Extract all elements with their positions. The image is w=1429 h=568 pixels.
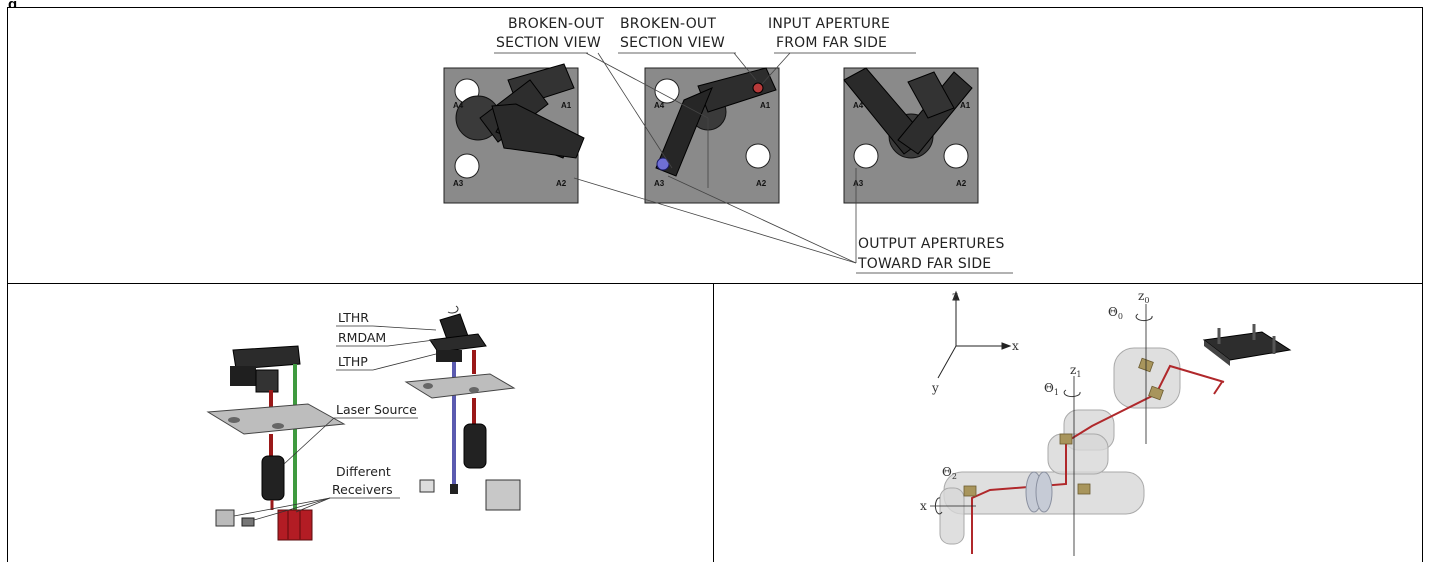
plate1-a2: A2	[556, 179, 567, 188]
label-theta1: Θ1	[1044, 381, 1059, 397]
axis-z-label: z	[952, 289, 958, 303]
callout-broken-out-1-line2: SECTION VIEW	[496, 35, 601, 51]
callout-input-aperture-line2: FROM FAR SIDE	[776, 35, 887, 51]
laser-assembly-diagram: LTHR RMDAM LTHP Laser Source Different R…	[206, 305, 521, 541]
plate1-a4: A4	[453, 101, 464, 110]
bottom-left-panel: LTHR RMDAM LTHP Laser Source Different R…	[7, 283, 714, 562]
axis-y-label: y	[931, 381, 939, 395]
mirrors	[963, 357, 1164, 497]
label-receivers-line2: Receivers	[332, 482, 393, 497]
plate2-a1: A1	[760, 101, 771, 110]
arm-housing	[939, 347, 1181, 545]
clipped-heading: g	[8, 0, 17, 13]
label-rmdam: RMDAM	[338, 330, 386, 345]
callout-input-aperture-line1: INPUT APERTURE	[768, 16, 890, 32]
label-lthp: LTHP	[338, 354, 368, 369]
label-theta0: Θ0	[1108, 305, 1123, 321]
plate3-a1: A1	[960, 101, 971, 110]
top-panel: A4 A1 A3 A2 A4 A1 A3 A2	[7, 7, 1423, 284]
plate2-a2: A2	[756, 179, 767, 188]
plate3-a3: A3	[853, 179, 864, 188]
label-theta2: Θ2	[942, 465, 957, 481]
bottom-right-panel: z x y	[713, 283, 1423, 562]
mounting-plate-2: A4 A1 A3 A2	[644, 67, 780, 204]
callout-broken-out-2-line1: BROKEN-OUT	[620, 16, 716, 32]
label-z0: z0	[1138, 289, 1149, 305]
plate1-a1: A1	[561, 101, 572, 110]
callout-output-apertures-line2: TOWARD FAR SIDE	[857, 256, 991, 272]
reference-axes	[937, 290, 1012, 379]
label-z1: z1	[1070, 363, 1081, 379]
mounting-plate-1: A4 A1 A3 A2	[443, 63, 585, 204]
callout-broken-out-2-line2: SECTION VIEW	[620, 35, 725, 51]
plate1-a3: A3	[453, 179, 464, 188]
label-laser-source: Laser Source	[336, 402, 417, 417]
kinematic-diagram: z x y	[920, 289, 1292, 556]
label-lthr: LTHR	[338, 310, 369, 325]
plate3-a4: A4	[853, 101, 864, 110]
mounting-plates-diagram: A4 A1 A3 A2 A4 A1 A3 A2	[443, 16, 1013, 274]
leader-lines	[573, 52, 857, 264]
left-assembly	[206, 345, 346, 541]
axis-x-label: x	[1012, 339, 1019, 353]
plate3-a2: A2	[956, 179, 967, 188]
plate2-a3: A3	[654, 179, 665, 188]
right-assembly	[404, 305, 521, 511]
mounting-plate-3: A4 A1 A3 A2	[843, 67, 979, 204]
callout-output-apertures-line1: OUTPUT APERTURES	[858, 236, 1005, 252]
callout-broken-out-1-line1: BROKEN-OUT	[508, 16, 604, 32]
label-x-joint: x	[920, 499, 927, 513]
plate2-a4: A4	[654, 101, 665, 110]
label-receivers-line1: Different	[336, 464, 391, 479]
